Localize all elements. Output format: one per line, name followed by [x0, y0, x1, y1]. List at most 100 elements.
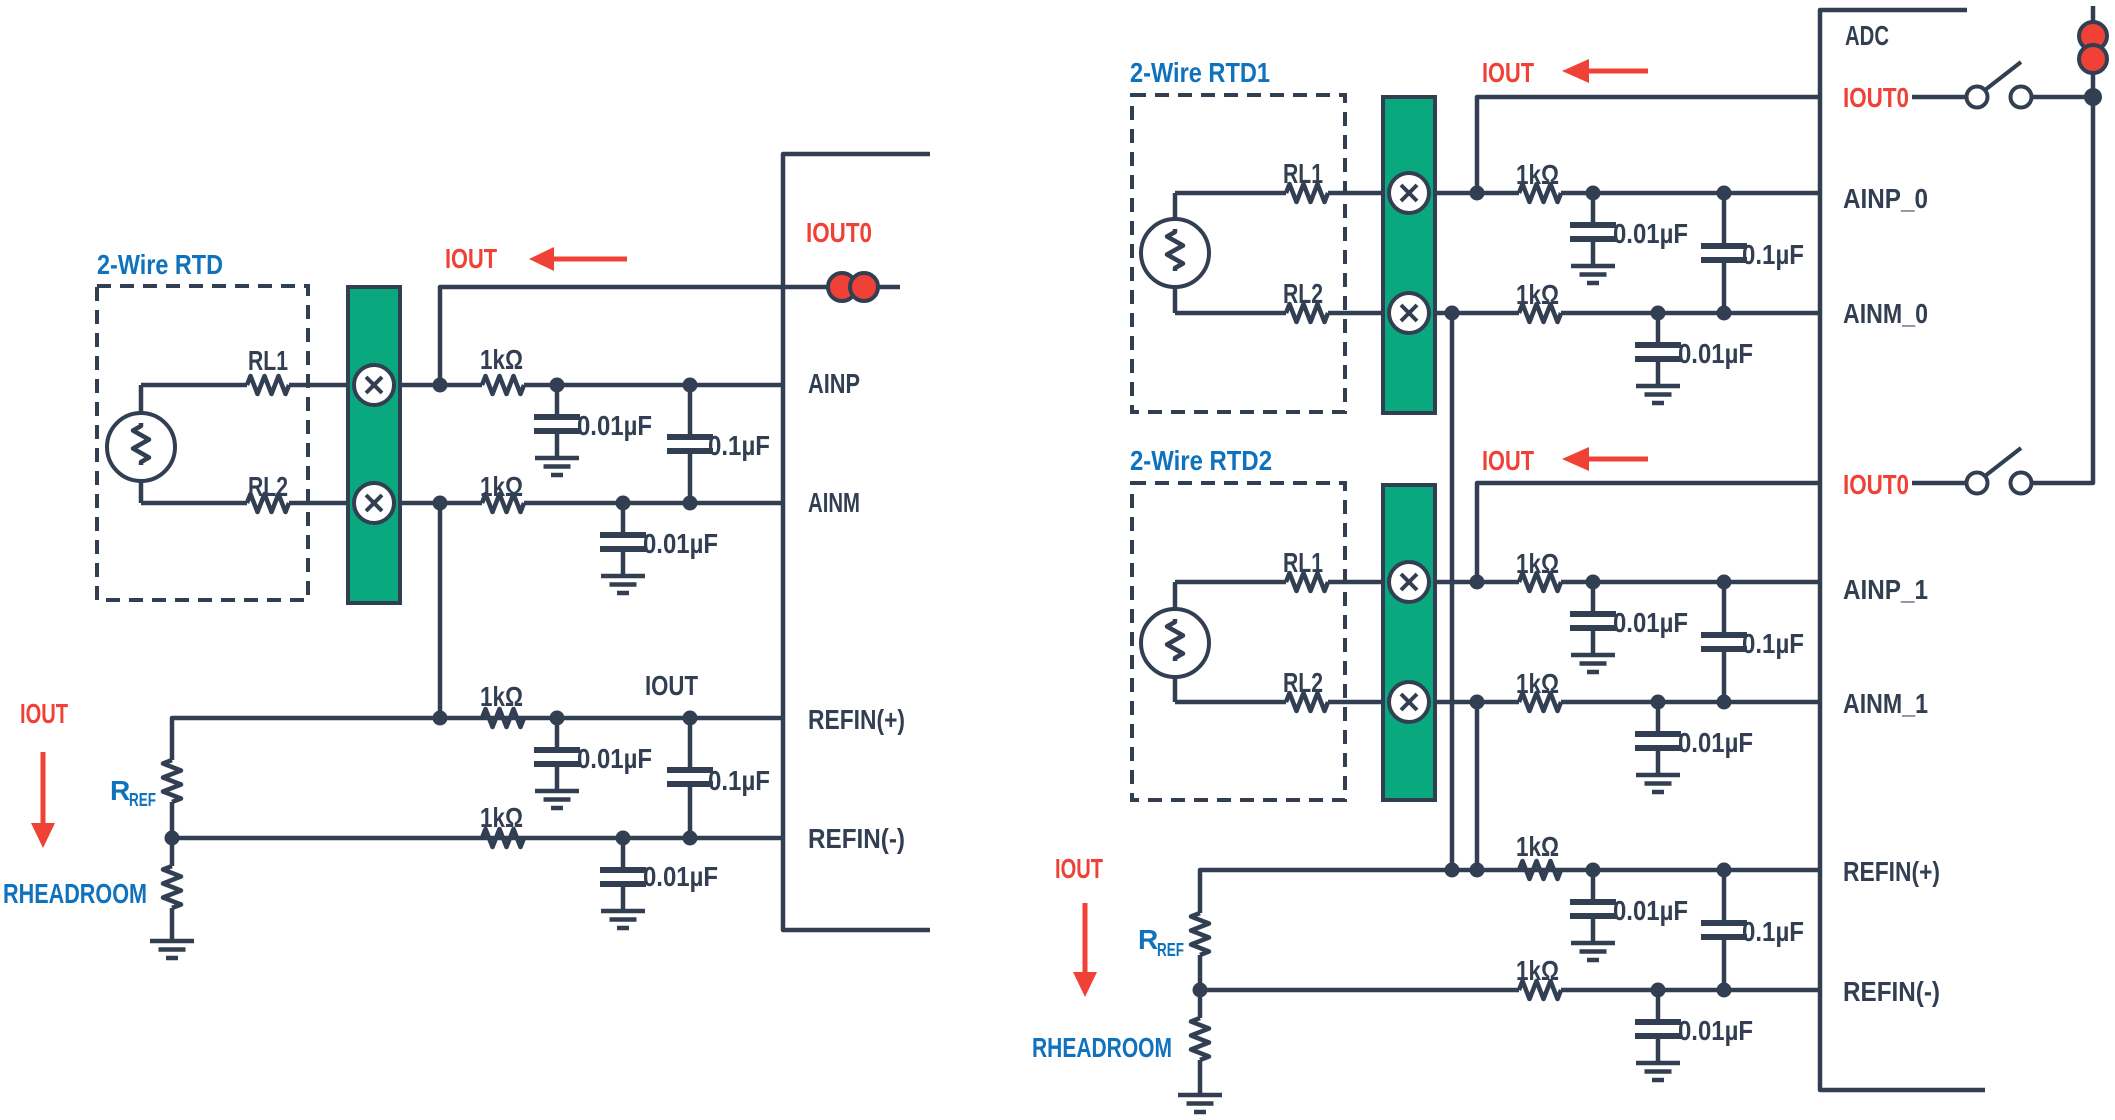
rtd1-sensor-icon	[1139, 217, 1211, 289]
iout-ref-label: IOUT	[645, 670, 698, 701]
capacitor-ainm0: 0.01µF	[1635, 313, 1753, 406]
resistor-1k-refm	[479, 826, 527, 850]
resistor-rref	[1188, 910, 1212, 958]
left-circuit: 2-Wire RTD RL1 RL2 1kΩ 1kΩ IOUT	[3, 151, 930, 961]
adc-block-outline	[1817, 7, 1985, 1093]
r1k-refm-label: 1kΩ	[480, 802, 523, 833]
capacitor-refm: 0.01µF	[600, 838, 718, 931]
cap-value: 0.1µF	[1742, 628, 1804, 659]
refin-wires	[1197, 867, 1820, 993]
connector-bar	[346, 285, 402, 605]
switch-icon	[1964, 446, 2034, 496]
capacitor-ainm: 0.01µF	[600, 503, 718, 596]
terminal-x-icon	[1387, 680, 1431, 724]
resistor-1k-ainm	[479, 491, 527, 515]
r1k-ainp-label: 1kΩ	[480, 344, 523, 375]
current-down-arrow-icon	[31, 752, 55, 848]
resistor-1k-refp	[1516, 858, 1564, 882]
cap-value: 0.1µF	[708, 765, 770, 796]
iout-source-label: IOUT	[20, 698, 68, 729]
current-source-icon	[826, 271, 880, 303]
iout0-route-ch1-wire	[1474, 480, 1820, 582]
rl2-label: RL2	[1283, 278, 1323, 309]
connector-bar-2	[1381, 483, 1437, 802]
r1k-ainm0-label: 1kΩ	[1516, 279, 1559, 310]
rtd2-dashed-box	[1130, 481, 1347, 802]
terminal-x-icon	[1387, 171, 1431, 215]
capacitor-diff: 0.1µF	[667, 385, 770, 503]
cap-value: 0.1µF	[1742, 239, 1804, 270]
resistor-rl2	[1283, 690, 1331, 714]
terminal-x-icon	[1387, 560, 1431, 604]
iout-flow1-label: IOUT	[1482, 57, 1534, 88]
r1k-ainm1-label: 1kΩ	[1516, 668, 1559, 699]
resistor-rl1	[244, 373, 292, 397]
right-circuit: 2-Wire RTD1 RL1 RL2 1kΩ 1kΩ IOUT	[1032, 6, 2109, 1115]
pin-ainp: AINP	[808, 368, 860, 399]
resistor-rl1	[1283, 181, 1331, 205]
capacitor-ainp1: 0.01µF	[1570, 582, 1688, 675]
capacitor-refp: 0.01µF	[1570, 870, 1688, 963]
iout0-route-ch0-wire	[1474, 94, 1820, 193]
resistor-1k-refm	[1516, 978, 1564, 1002]
junction-dots	[1192, 88, 2102, 998]
adc-block-outline	[780, 151, 930, 933]
cap-value: 0.01µF	[577, 410, 652, 441]
rtd2-zigzag-icon	[1164, 619, 1186, 661]
pin-iout0: IOUT0	[806, 217, 872, 248]
resistor-1k-ainp0	[1516, 181, 1564, 205]
rl2-label: RL2	[248, 471, 288, 502]
rtd-sensor-icon	[105, 411, 177, 483]
resistor-1k-ainm1	[1516, 690, 1564, 714]
cap-value: 0.01µF	[577, 743, 652, 774]
resistor-1k-ainp1	[1516, 570, 1564, 594]
current-direction-arrow-icon	[529, 247, 627, 271]
capacitor-diff1: 0.1µF	[1701, 582, 1804, 702]
iout-flow-label: IOUT	[445, 243, 497, 274]
capacitor-ainp: 0.01µF	[534, 385, 652, 478]
rtd2-sensor-icon	[1139, 607, 1211, 679]
cap-value: 0.01µF	[643, 861, 718, 892]
ground-icon	[1178, 1092, 1222, 1115]
r1k-refm-label: 1kΩ	[1516, 955, 1559, 986]
rtd2-box-title: 2-Wire RTD2	[1130, 445, 1272, 476]
capacitor-refp: 0.01µF	[534, 718, 652, 811]
pin-refin-minus: REFIN(-)	[808, 823, 905, 854]
pin-ainm1: AINM_1	[1843, 688, 1928, 719]
rref-sub-label: REF	[129, 790, 156, 810]
pin-refin-plus: REFIN(+)	[808, 704, 905, 735]
cap-value: 0.01µF	[1613, 607, 1688, 638]
rl1-label: RL1	[1283, 547, 1323, 578]
rheadroom-label: RHEADROOM	[3, 878, 147, 909]
capacitor-ref-diff: 0.1µF	[667, 718, 770, 838]
resistor-1k-ainp	[479, 373, 527, 397]
rtd1-box-title: 2-Wire RTD1	[1130, 57, 1270, 88]
pin-refin-minus: REFIN(-)	[1843, 976, 1940, 1007]
r1k-refp-label: 1kΩ	[1516, 831, 1559, 862]
cap-value: 0.01µF	[1613, 218, 1688, 249]
cap-value: 0.01µF	[1613, 895, 1688, 926]
iout-flow2-label: IOUT	[1482, 445, 1534, 476]
cap-value: 0.1µF	[1742, 916, 1804, 947]
rref-label: R	[1138, 924, 1158, 955]
rl2-label: RL2	[1283, 667, 1323, 698]
current-direction-arrow-icon	[1562, 59, 1648, 83]
pin-ainp0: AINP_0	[1843, 183, 1928, 214]
capacitor-refm: 0.01µF	[1635, 990, 1753, 1083]
pin-ainm0: AINM_0	[1843, 298, 1928, 329]
resistor-rref	[160, 757, 184, 805]
current-direction-arrow-icon	[1562, 447, 1648, 471]
cap-value: 0.01µF	[1678, 1015, 1753, 1046]
pin-refin-plus: REFIN(+)	[1843, 856, 1940, 887]
current-down-arrow-icon	[1073, 903, 1097, 997]
cap-value: 0.01µF	[1678, 727, 1753, 758]
rref-sub-label: REF	[1157, 940, 1184, 960]
resistor-rheadroom	[1188, 1015, 1212, 1063]
iout-source-label: IOUT	[1055, 853, 1103, 884]
terminal-x-icon	[352, 481, 396, 525]
resistor-rl2	[244, 491, 292, 515]
resistor-rl2	[1283, 301, 1331, 325]
capacitor-diff0: 0.1µF	[1701, 193, 1804, 313]
